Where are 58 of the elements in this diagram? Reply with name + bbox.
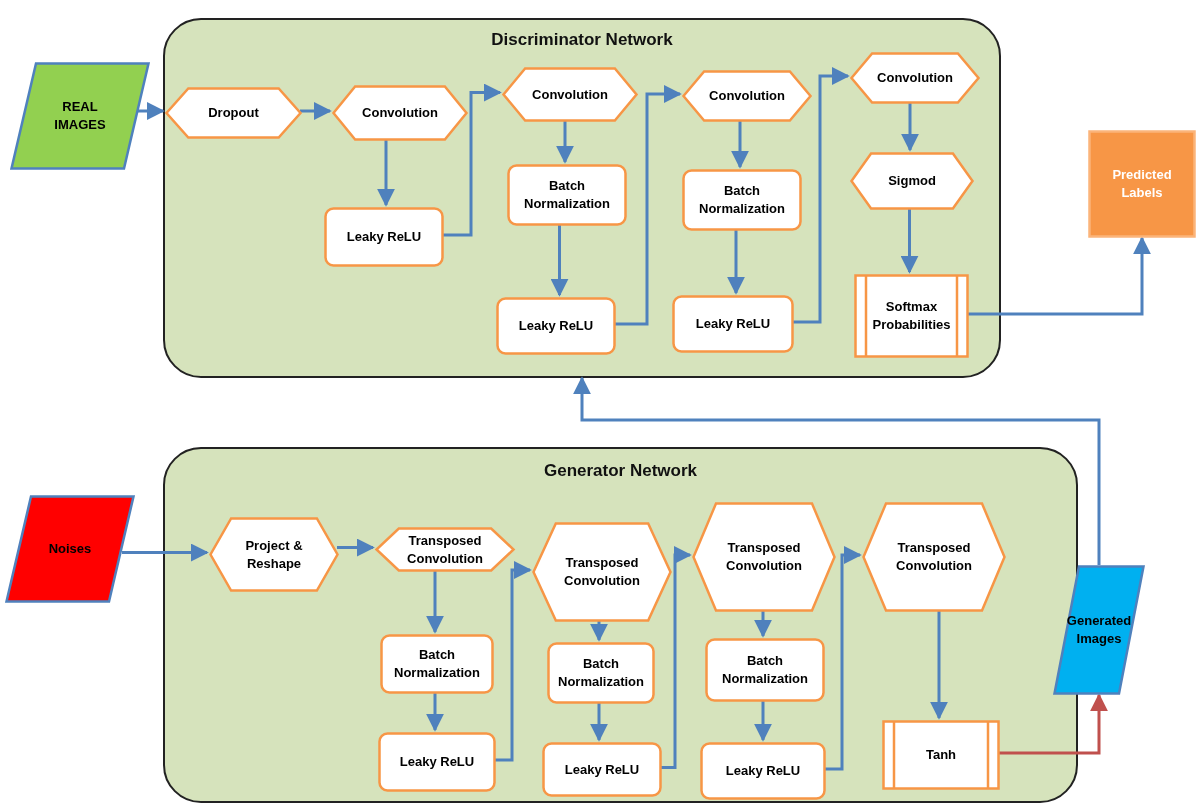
arrow xyxy=(901,102,919,152)
process-box: Leaky ReLU xyxy=(324,207,444,267)
process-box: Leaky ReLU xyxy=(496,297,616,355)
arrow xyxy=(137,102,165,120)
arrow xyxy=(377,139,395,207)
arrow xyxy=(122,543,209,562)
process-box: Batch Normalization xyxy=(507,164,627,226)
process-hexagon: Transposed Convolution xyxy=(862,502,1006,612)
arrow xyxy=(824,546,862,771)
data-parallelogram: REAL IMAGES xyxy=(10,62,150,170)
process-hexagon: Convolution xyxy=(850,52,980,104)
process-hexagon: Transposed Convolution xyxy=(375,527,515,572)
arrow xyxy=(792,67,850,324)
data-parallelogram: Noises xyxy=(5,495,135,603)
data-parallelogram: Generated Images xyxy=(1053,565,1145,695)
process-box: Batch Normalization xyxy=(682,169,802,231)
process-hexagon: Sigmod xyxy=(850,152,974,210)
arrow xyxy=(967,236,1151,316)
panel-title: Generator Network xyxy=(543,461,697,481)
arrow xyxy=(556,120,574,164)
process-box: Leaky ReLU xyxy=(700,742,826,800)
process-hexagon: Dropout xyxy=(165,87,302,139)
arrow xyxy=(590,620,608,642)
process-box: Batch Normalization xyxy=(380,634,494,694)
subroutine-box: Softmax Probabilities xyxy=(854,274,969,358)
subroutine-box: Tanh xyxy=(882,720,1000,790)
arrow xyxy=(660,546,692,769)
arrow xyxy=(494,561,532,762)
arrow xyxy=(337,538,375,557)
process-box: Batch Normalization xyxy=(705,638,825,702)
arrow xyxy=(754,610,772,638)
arrow xyxy=(754,700,772,742)
process-box: Leaky ReLU xyxy=(542,742,662,797)
arrow xyxy=(614,85,682,326)
arrow xyxy=(930,610,948,720)
process-box: Leaky ReLU xyxy=(378,732,496,792)
arrow xyxy=(590,702,608,742)
arrow xyxy=(442,83,502,237)
process-box: Batch Normalization xyxy=(547,642,655,704)
arrow xyxy=(900,208,919,274)
arrow xyxy=(998,693,1108,755)
arrow xyxy=(727,229,745,295)
arrow xyxy=(550,224,569,297)
process-hexagon: Transposed Convolution xyxy=(532,522,672,622)
process-hexagon: Convolution xyxy=(502,67,638,122)
output-box: Predicted Labels xyxy=(1088,130,1196,238)
arrow xyxy=(731,120,749,169)
arrow xyxy=(426,570,444,634)
process-hexagon: Project & Reshape xyxy=(209,517,339,592)
arrow xyxy=(426,692,444,732)
panel-title: Discriminator Network xyxy=(491,30,673,50)
group-panel xyxy=(163,18,1001,378)
process-hexagon: Convolution xyxy=(682,70,812,122)
process-hexagon: Transposed Convolution xyxy=(692,502,836,612)
arrow xyxy=(300,102,332,120)
process-hexagon: Convolution xyxy=(332,85,468,141)
arrow xyxy=(573,376,1101,565)
process-box: Leaky ReLU xyxy=(672,295,794,353)
